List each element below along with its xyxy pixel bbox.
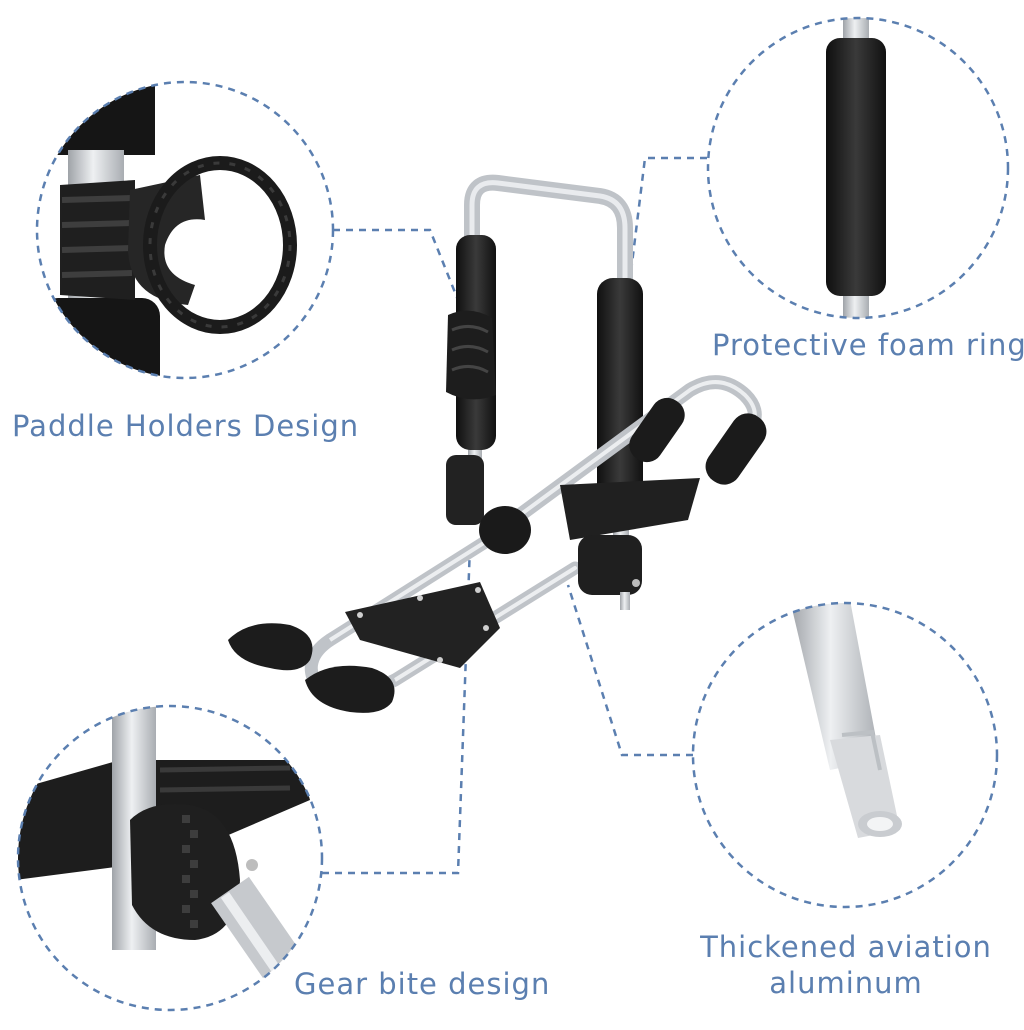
caption-paddle-holders: Paddle Holders Design <box>12 409 360 443</box>
paddle-holder <box>446 310 496 400</box>
caption-aluminum-line-1: Thickened aviation <box>700 930 992 964</box>
detail-paddle-holder <box>35 80 335 380</box>
kayak-rack <box>228 174 767 713</box>
caption-aluminum: Thickened aviation aluminum <box>690 929 1002 1001</box>
caption-foam-ring: Protective foam ring <box>712 328 1024 362</box>
detail-foam-ring <box>706 16 1010 320</box>
gear-joint-left <box>446 455 531 554</box>
detail-gear-bite <box>16 704 324 1012</box>
connector-aluminum <box>566 584 693 757</box>
connector-paddle <box>333 228 472 331</box>
caption-gear-bite: Gear bite design <box>294 967 551 1001</box>
detail-aluminum-tube <box>691 601 999 909</box>
caption-aluminum-line-2: aluminum <box>769 966 923 1000</box>
gear-joint-right <box>578 535 642 610</box>
foam-pad-right <box>597 278 643 500</box>
foam-ring <box>826 38 886 296</box>
